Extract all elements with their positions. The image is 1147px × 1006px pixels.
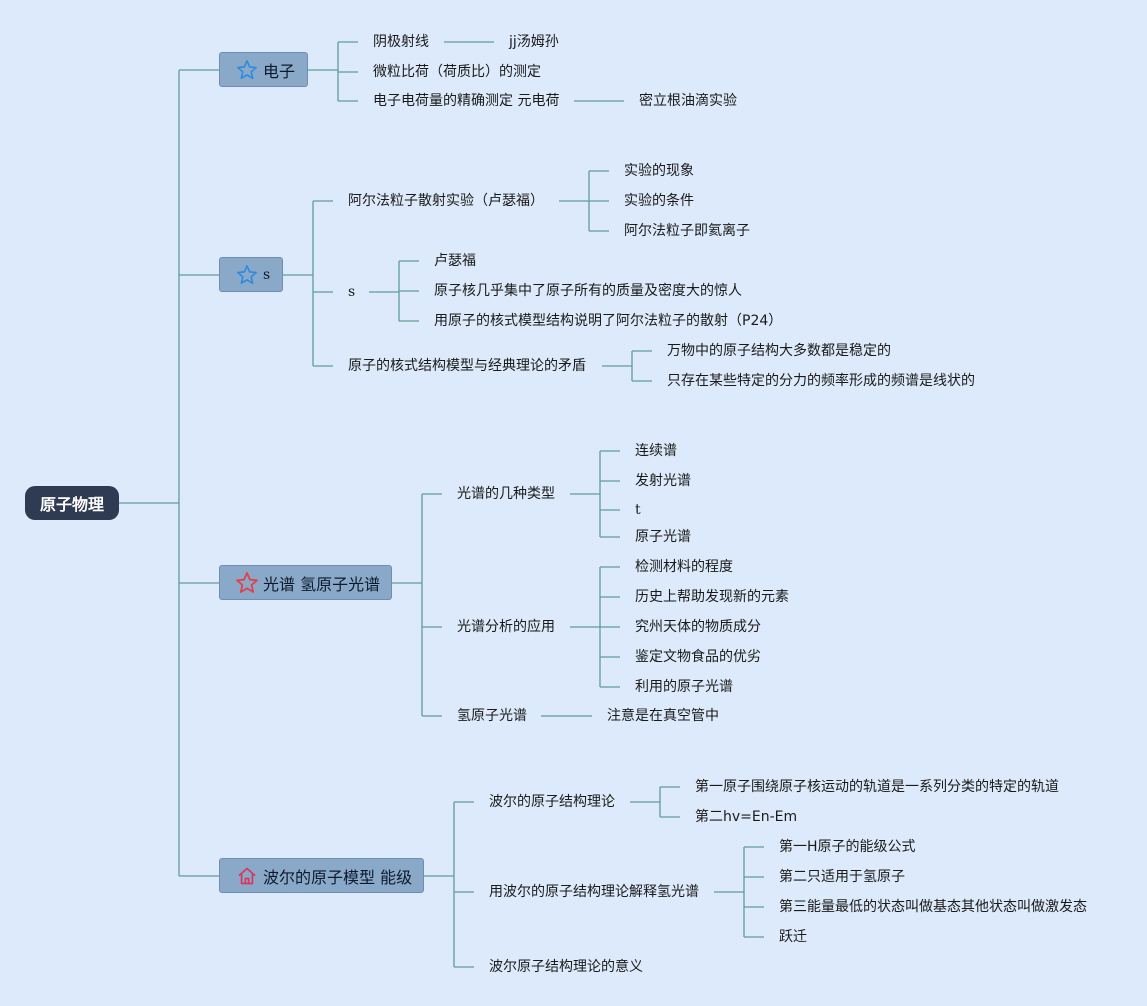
subtopic-hv-formula[interactable]: 第二hv=En-Em (695, 809, 798, 825)
branch-label: 光谱 氢原子光谱 (263, 574, 381, 594)
topic-significance[interactable]: 波尔原子结构理论的意义 (489, 959, 643, 975)
branch-label: 波尔的原子模型 能级 (263, 867, 413, 887)
topic-alpha-scattering[interactable]: 阿尔法粒子散射实验（卢瑟福） (348, 193, 544, 209)
subtopic-line-spectrum[interactable]: 只存在某些特定的分力的频率形成的频谱是线状的 (667, 373, 975, 389)
subtopic-ground-state[interactable]: 第三能量最低的状态叫做基态其他状态叫做激发态 (779, 899, 1087, 915)
branch-electron[interactable]: 电子 (219, 52, 308, 87)
subtopic-atomic-spectrum[interactable]: 原子光谱 (635, 529, 691, 545)
subtopic-orbits[interactable]: 第一原子围绕原子核运动的轨道是一系列分类的特定的轨道 (695, 779, 1059, 795)
topic-spectral-analysis[interactable]: 光谱分析的应用 (457, 619, 555, 635)
star-icon (235, 571, 259, 595)
subtopic-energy-formula[interactable]: 第一H原子的能级公式 (779, 839, 916, 855)
subtopic-phenomenon[interactable]: 实验的现象 (624, 163, 694, 179)
root-node[interactable]: 原子物理 (25, 486, 119, 520)
star-icon (235, 58, 259, 82)
branch-spectrum[interactable]: 光谱 氢原子光谱 (219, 565, 392, 600)
subtopic-hydrogen-only[interactable]: 第二只适用于氢原子 (779, 869, 905, 885)
subtopic-artifacts[interactable]: 鉴定文物食品的优劣 (635, 649, 761, 665)
subtopic-rutherford[interactable]: 卢瑟福 (434, 253, 476, 269)
subtopic-use-atomic[interactable]: 利用的原子光谱 (635, 679, 733, 695)
subtopic-emission[interactable]: 发射光谱 (635, 473, 691, 489)
subtopic-thomson[interactable]: jj汤姆孙 (509, 34, 559, 50)
subtopic-continuous[interactable]: 连续谱 (635, 443, 677, 459)
topic-elementary-charge[interactable]: 电子电荷量的精确测定 元电荷 (373, 93, 560, 109)
topic-charge-mass-ratio[interactable]: 微粒比荷（荷质比）的测定 (373, 64, 541, 80)
subtopic-millikan[interactable]: 密立根油滴实验 (639, 93, 737, 109)
topic-explain-hydrogen[interactable]: 用波尔的原子结构理论解释氢光谱 (489, 884, 699, 900)
topic-bohr-theory[interactable]: 波尔的原子结构理论 (489, 794, 615, 810)
subtopic-new-elements[interactable]: 历史上帮助发现新的元素 (635, 589, 789, 605)
subtopic-material-test[interactable]: 检测材料的程度 (635, 559, 733, 575)
subtopic-nucleus-mass[interactable]: 原子核几乎集中了原子所有的质量及密度大的惊人 (434, 283, 742, 299)
subtopic-helium-ion[interactable]: 阿尔法粒子即氦离子 (624, 223, 750, 239)
branch-s[interactable]: s (219, 257, 283, 292)
topic-contradiction[interactable]: 原子的核式结构模型与经典理论的矛盾 (348, 358, 586, 374)
subtopic-vacuum-tube[interactable]: 注意是在真空管中 (607, 708, 719, 724)
branch-label: 电子 (263, 61, 296, 81)
subtopic-stable-atoms[interactable]: 万物中的原子结构大多数都是稳定的 (667, 343, 891, 359)
topic-spectrum-types[interactable]: 光谱的几种类型 (457, 486, 555, 502)
topic-hydrogen-spectrum[interactable]: 氢原子光谱 (457, 708, 527, 724)
branch-bohr[interactable]: 波尔的原子模型 能级 (219, 858, 424, 893)
subtopic-transition[interactable]: 跃迁 (779, 929, 807, 945)
topic-cathode-ray[interactable]: 阴极射线 (373, 34, 429, 50)
subtopic-celestial[interactable]: 究州天体的物质成分 (635, 619, 761, 635)
branch-label: s (263, 266, 271, 283)
house-icon (235, 864, 259, 888)
star-icon (235, 263, 259, 287)
subtopic-conditions[interactable]: 实验的条件 (624, 193, 694, 209)
subtopic-t[interactable]: t (635, 502, 641, 518)
subtopic-nuclear-model[interactable]: 用原子的核式模型结构说明了阿尔法粒子的散射（P24） (434, 313, 783, 329)
topic-s[interactable]: s (348, 284, 356, 300)
